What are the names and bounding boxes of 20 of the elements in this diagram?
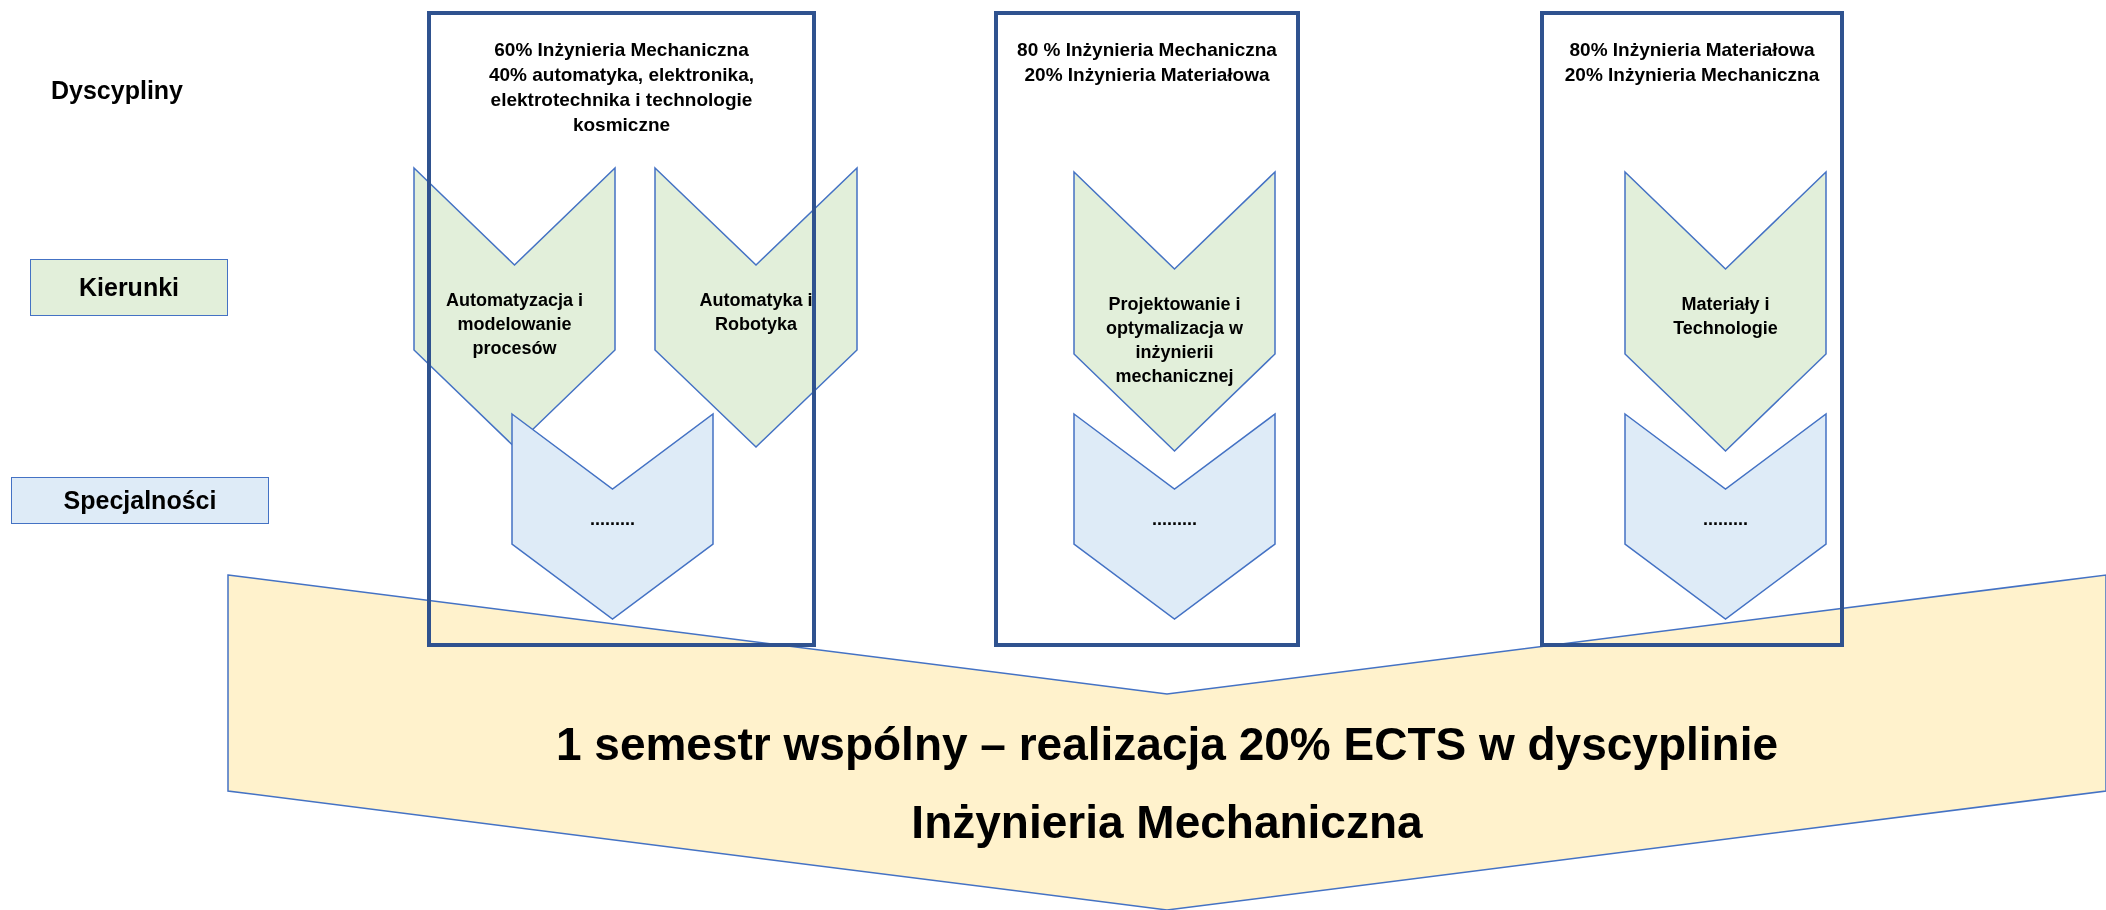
group-frame	[1540, 11, 1844, 647]
row-tag: Specjalności	[11, 477, 269, 524]
row-label: Dyscypliny	[51, 76, 183, 105]
group-frame	[994, 11, 1300, 647]
banner-text: 1 semestr wspólny – realizacja 20% ECTS w dyscyplinie Inżynieria Mechaniczna	[554, 717, 1780, 850]
chevron-label: .........	[1702, 509, 1749, 530]
chevron-label: Automatyka i Robotyka	[698, 289, 814, 336]
row-tag: Kierunki	[30, 259, 228, 316]
discipline-text: 40% automatyka, elektronika, elektrotechnika i technologie kosmiczne	[487, 63, 756, 137]
chevron-label: .........	[589, 509, 636, 530]
discipline-text: 20% Inżynieria Materiałowa	[1023, 63, 1271, 87]
discipline-text: 80 % Inżynieria Mechaniczna	[1016, 38, 1278, 62]
chevron-label: Projektowanie i optymalizacja w inżynierii mechanicznej	[1104, 293, 1245, 388]
discipline-text: 60% Inżynieria Mechaniczna	[493, 38, 750, 62]
group-frame	[427, 11, 816, 647]
discipline-text: 80% Inżynieria Materiałowa	[1568, 38, 1816, 62]
chevron-label: Materiały i Technologie	[1672, 293, 1779, 340]
chevron-label: .........	[1151, 509, 1198, 530]
discipline-text: 20% Inżynieria Mechaniczna	[1563, 63, 1821, 87]
chevron-label: Automatyzacja i modelowanie procesów	[444, 289, 584, 360]
